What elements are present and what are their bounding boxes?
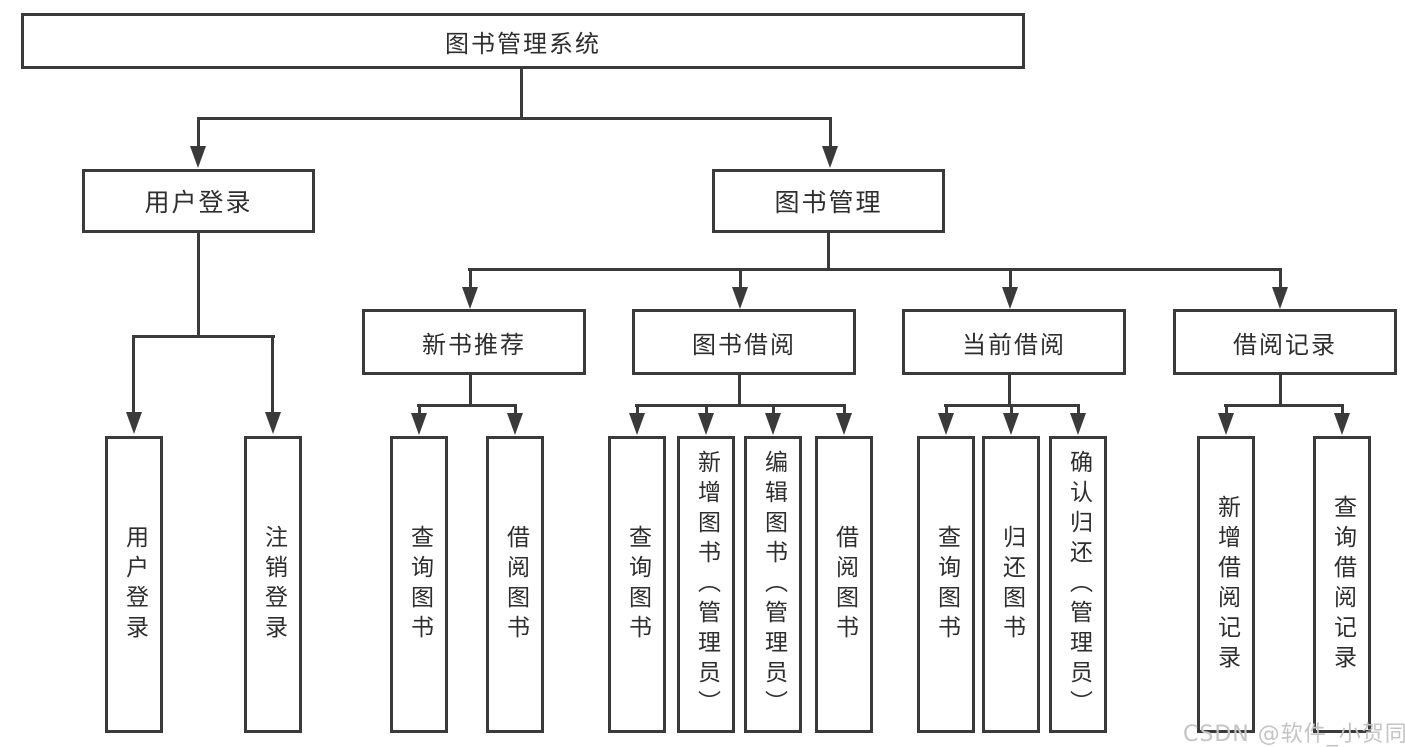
connector-shaft-leaf	[772, 404, 775, 414]
connector-shaft-book-management	[829, 117, 832, 148]
connector-shaft-user-login	[197, 117, 200, 148]
csdn-watermark: CSDN @软件_小贺同学	[1183, 722, 1405, 747]
connector-borrow-record-stem	[1279, 375, 1282, 404]
leaf-return-book-label: 归还图书	[998, 524, 1025, 645]
arrow-down-icon	[698, 413, 714, 435]
arrow-down-icon	[938, 413, 954, 435]
arrow-down-icon	[1334, 413, 1350, 435]
arrow-down-icon	[836, 413, 852, 435]
connector-book-management-stem	[827, 233, 830, 268]
node-book-management: 图书管理	[712, 169, 945, 233]
leaf-borrow-book-1-label: 借阅图书	[502, 524, 529, 645]
connector-rail-book-borrow	[635, 404, 845, 407]
leaf-confirm-return-admin: 确认归还（管理员）	[1049, 436, 1107, 733]
leaf-borrow-book-2-label: 借阅图书	[831, 524, 858, 645]
connector-rail-new-book	[417, 404, 516, 407]
leaf-query-book-1: 查询图书	[390, 436, 448, 733]
connector-shaft-leaf	[132, 335, 135, 413]
arrow-down-icon	[265, 412, 281, 434]
node-user-login: 用户登录	[82, 169, 315, 233]
leaf-query-book-3-label: 查询图书	[933, 524, 960, 645]
arrow-down-icon	[1070, 413, 1086, 435]
arrow-down-icon	[1002, 287, 1018, 309]
leaf-add-book-admin-label: 新增图书（管理员）	[693, 449, 720, 720]
leaf-query-borrow-record-label: 查询借阅记录	[1329, 494, 1356, 675]
node-new-book-recommend-label: 新书推荐	[422, 330, 526, 359]
leaf-logout: 注销登录	[244, 436, 302, 733]
leaf-add-book-admin: 新增图书（管理员）	[677, 436, 735, 733]
node-borrow-record: 借阅记录	[1173, 309, 1397, 375]
arrow-down-icon	[1218, 413, 1234, 435]
leaf-confirm-return-admin-label: 确认归还（管理员）	[1065, 449, 1092, 720]
connector-rail-level3	[468, 268, 1282, 271]
node-book-management-label: 图书管理	[774, 188, 883, 217]
connector-shaft-leaf	[1077, 404, 1080, 414]
connector-shaft-leaf	[636, 404, 639, 414]
connector-rail-level2	[197, 117, 832, 120]
connector-user-login-stem	[197, 233, 200, 335]
node-user-login-label: 用户登录	[144, 188, 253, 217]
connector-new-book-stem	[469, 375, 472, 404]
connector-shaft-leaf	[1341, 404, 1344, 414]
arrow-down-icon	[507, 413, 523, 435]
connector-shaft-leaf	[1225, 404, 1228, 414]
arrow-down-icon	[1003, 413, 1019, 435]
connector-shaft-leaf	[271, 335, 274, 413]
node-root: 图书管理系统	[21, 13, 1025, 69]
connector-book-borrow-stem	[738, 375, 741, 404]
leaf-edit-book-admin: 编辑图书（管理员）	[744, 436, 802, 733]
leaf-query-book-2-label: 查询图书	[624, 524, 651, 645]
node-book-borrow-label: 图书借阅	[692, 330, 796, 359]
leaf-query-book-3: 查询图书	[917, 436, 975, 733]
connector-rail-borrow-record	[1224, 404, 1343, 407]
arrow-down-icon	[629, 413, 645, 435]
leaf-query-borrow-record: 查询借阅记录	[1313, 436, 1371, 733]
leaf-user-login: 用户登录	[105, 436, 163, 733]
connector-shaft-leaf	[945, 404, 948, 414]
node-new-book-recommend: 新书推荐	[362, 309, 586, 375]
arrow-down-icon	[822, 146, 838, 168]
connector-shaft-leaf	[843, 404, 846, 414]
node-root-label: 图书管理系统	[445, 29, 601, 58]
connector-shaft-leaf	[1010, 404, 1013, 414]
leaf-logout-label: 注销登录	[260, 524, 287, 645]
arrow-down-icon	[126, 412, 142, 434]
leaf-user-login-label: 用户登录	[121, 524, 148, 645]
arrow-down-icon	[411, 413, 427, 435]
node-current-borrow: 当前借阅	[902, 309, 1126, 375]
leaf-edit-book-admin-label: 编辑图书（管理员）	[760, 449, 787, 720]
node-borrow-record-label: 借阅记录	[1233, 330, 1337, 359]
leaf-add-borrow-record: 新增借阅记录	[1197, 436, 1255, 733]
connector-shaft-leaf	[705, 404, 708, 414]
arrow-down-icon	[1272, 287, 1288, 309]
arrow-down-icon	[190, 146, 206, 168]
leaf-return-book: 归还图书	[982, 436, 1040, 733]
connector-rail-user-login	[132, 335, 275, 338]
arrow-down-icon	[462, 287, 478, 309]
connector-shaft-level3	[739, 268, 742, 288]
node-current-borrow-label: 当前借阅	[962, 330, 1066, 359]
arrow-down-icon	[732, 287, 748, 309]
connector-shaft-level3	[469, 268, 472, 288]
connector-shaft-leaf	[514, 404, 517, 414]
connector-root-stem	[520, 69, 523, 117]
leaf-add-borrow-record-label: 新增借阅记录	[1213, 494, 1240, 675]
connector-shaft-leaf	[418, 404, 421, 414]
leaf-query-book-2: 查询图书	[608, 436, 666, 733]
leaf-borrow-book-1: 借阅图书	[486, 436, 544, 733]
node-book-borrow: 图书借阅	[632, 309, 856, 375]
arrow-down-icon	[765, 413, 781, 435]
leaf-borrow-book-2: 借阅图书	[815, 436, 873, 733]
connector-shaft-level3	[1279, 268, 1282, 288]
connector-shaft-level3	[1009, 268, 1012, 288]
leaf-query-book-1-label: 查询图书	[406, 524, 433, 645]
connector-current-borrow-stem	[1008, 375, 1011, 404]
